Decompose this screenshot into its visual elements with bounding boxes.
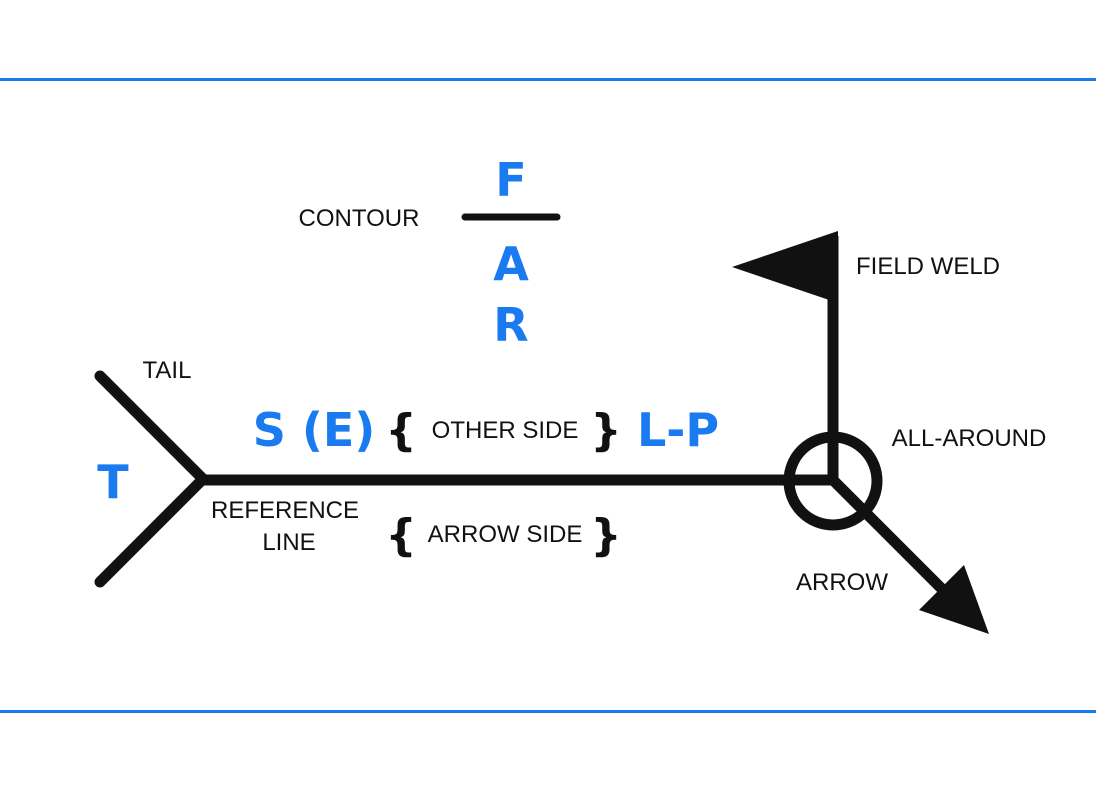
bottom-divider	[0, 710, 1096, 713]
reference-line-label-line1: REFERENCE	[211, 497, 359, 524]
other-side-open-brace: {	[385, 405, 416, 456]
top-divider	[0, 78, 1096, 81]
length-pitch-symbol: L-P	[637, 403, 719, 457]
arrow-side-open-brace: {	[385, 510, 416, 561]
tail-spec-symbol: T	[97, 455, 129, 509]
contour-label: CONTOUR	[299, 205, 420, 232]
reference-line-label-line2: LINE	[262, 529, 315, 556]
arrow-pointer	[829, 476, 989, 634]
size-symbol: S (E)	[253, 403, 376, 457]
field-weld-label: FIELD WELD	[856, 253, 1000, 280]
finish-symbol: F	[495, 153, 526, 207]
root-symbol: R	[493, 298, 528, 352]
tail-label: TAIL	[143, 357, 192, 384]
all-around-circle	[783, 431, 883, 531]
arrow-side-label: ARROW SIDE	[428, 521, 583, 548]
all-around-label: ALL-AROUND	[892, 425, 1047, 452]
arrow-label: ARROW	[796, 569, 888, 596]
tail-lines	[94, 370, 209, 588]
arrow-side-close-brace: }	[590, 510, 621, 561]
other-side-close-brace: }	[590, 405, 621, 456]
other-side-label: OTHER SIDE	[432, 417, 579, 444]
angle-symbol: A	[493, 237, 529, 291]
